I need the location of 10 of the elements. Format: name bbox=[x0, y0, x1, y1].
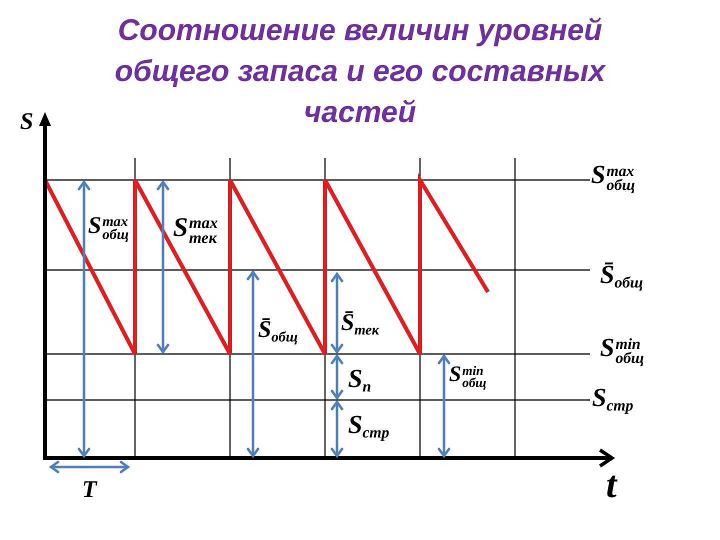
dimension-label: S$_{п}$ bbox=[348, 366, 372, 396]
dimension-label: S̄$_{тек}$ bbox=[341, 311, 380, 338]
level-label: S̄$_{общ}$ bbox=[600, 262, 644, 292]
dimension-label: S$_{стр}$ bbox=[348, 412, 390, 442]
dimension-label: T bbox=[82, 478, 97, 502]
dimension-label: S̄$_{общ}$ bbox=[258, 318, 298, 345]
axis-label: t bbox=[606, 466, 617, 504]
level-label: S$_{стр}$ bbox=[592, 385, 634, 414]
title-heading: Соотношение величин уровней общего запаса и его составных частей bbox=[114, 13, 607, 131]
axis-label: S bbox=[20, 110, 34, 134]
